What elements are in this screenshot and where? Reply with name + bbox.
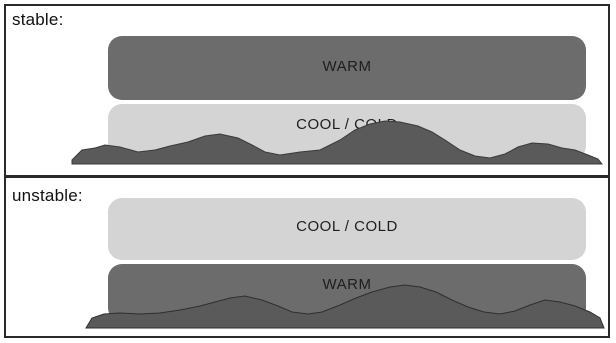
- stable-panel-label: stable:: [12, 10, 64, 29]
- unstable-terrain: [85, 284, 605, 329]
- panel-divider: [4, 175, 610, 178]
- stable-warm-layer: WARM: [108, 36, 586, 100]
- unstable-cool-layer: COOL / COLD: [108, 198, 586, 260]
- unstable-cool-layer-label: COOL / COLD: [296, 218, 398, 235]
- stable-terrain: [71, 120, 604, 165]
- unstable-warm-layer-label: WARM: [322, 276, 372, 293]
- unstable-panel-label: unstable:: [12, 186, 83, 205]
- stable-warm-layer-label: WARM: [322, 58, 372, 75]
